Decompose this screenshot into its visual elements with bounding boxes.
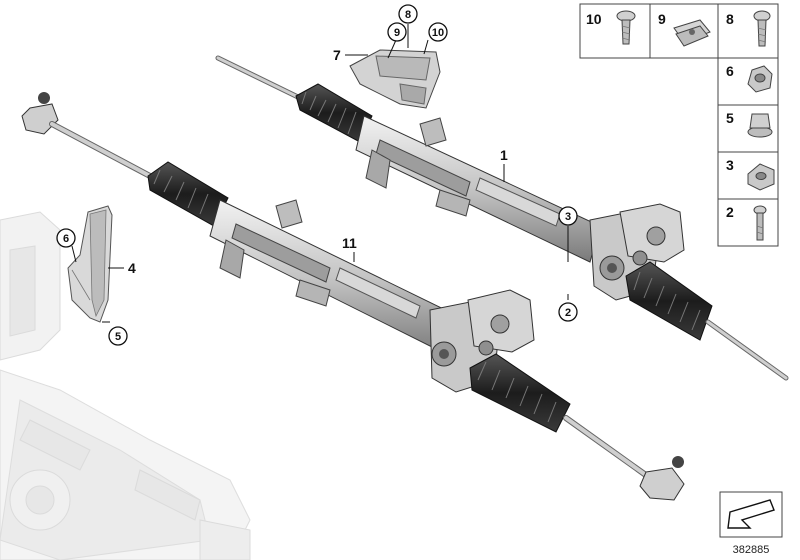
callout-circle-6: 6 [56, 228, 76, 248]
legend-label-10: 10 [586, 11, 602, 27]
document-number: 382885 [733, 544, 770, 556]
screw-icon [753, 10, 771, 47]
callout-3: 3 [565, 211, 571, 223]
callout-11: 11 [342, 235, 357, 251]
legend-label-8: 8 [726, 11, 734, 27]
callout-circle-5: 5 [108, 326, 128, 346]
direction-arrow-icon [727, 499, 775, 529]
callout-1: 1 [500, 147, 508, 163]
callout-circle-9: 9 [387, 22, 407, 42]
document-reference: 382885 [719, 491, 783, 556]
callout-5: 5 [115, 331, 121, 343]
callout-8: 8 [405, 9, 411, 21]
bolt-icon [753, 205, 767, 241]
callout-6: 6 [63, 233, 69, 245]
legend-label-2: 2 [726, 204, 734, 220]
callout-circle-3: 3 [558, 206, 578, 226]
legend-label-3: 3 [726, 157, 734, 173]
flange-nut-icon [747, 113, 773, 138]
legend-label-9: 9 [658, 11, 666, 27]
collar-nut-icon [747, 163, 775, 191]
hex-nut-icon [747, 65, 773, 93]
rack-cover-part [349, 49, 441, 109]
callout-2: 2 [565, 307, 571, 319]
callout-circle-8: 8 [398, 4, 418, 24]
legend-label-6: 6 [726, 63, 734, 79]
callout-10: 10 [432, 27, 444, 39]
heat-shield-part [67, 205, 113, 323]
callout-7: 7 [333, 47, 341, 63]
steering-rack-lower [21, 92, 685, 501]
ghost-steering-column [0, 211, 251, 560]
legend-label-5: 5 [726, 110, 734, 126]
callout-circle-10: 10 [428, 22, 448, 42]
steering-rack-upper [215, 55, 789, 381]
callout-circle-2: 2 [558, 302, 578, 322]
clip-nut-icon [673, 19, 711, 47]
callout-9: 9 [394, 27, 400, 39]
callout-4: 4 [128, 260, 136, 276]
fastener-legend: 10 9 8 6 5 3 2 [579, 3, 779, 247]
screw-icon [616, 10, 636, 45]
leader-lines [71, 24, 569, 323]
